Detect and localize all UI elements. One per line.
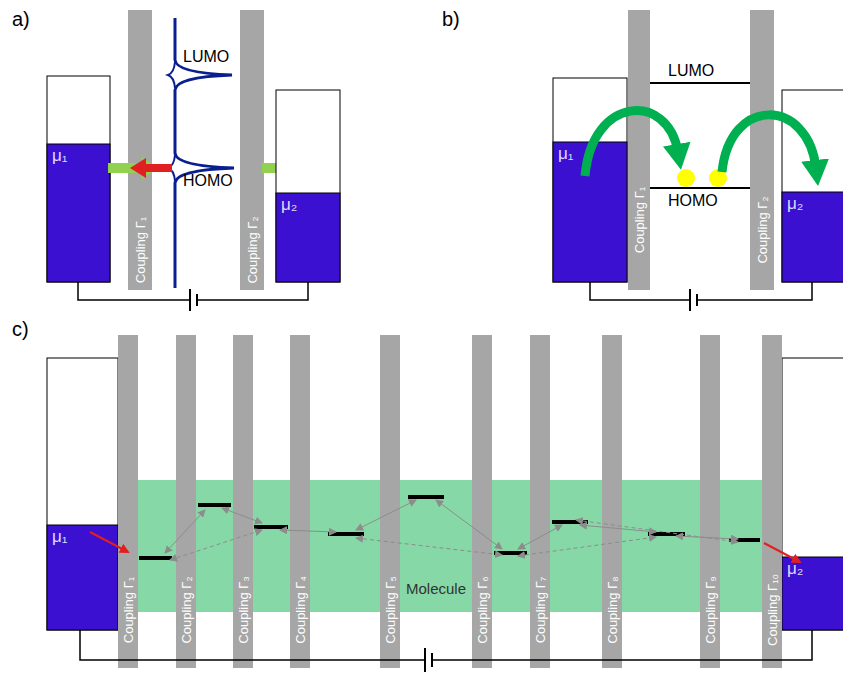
orbital-label: HOMO (668, 192, 718, 210)
coupling-barrier: Coupling Γ₁ (118, 335, 138, 668)
coupling-label: Coupling Γ₃ (236, 576, 251, 643)
panel-label: c) (12, 318, 29, 341)
coupling-barrier: Coupling Γ₃ (233, 335, 253, 668)
panel-b (553, 10, 843, 311)
coupling-barrier: Coupling Γ₅ (380, 335, 400, 668)
coupling-label: Coupling Γ₁ (121, 577, 136, 643)
coupling-barrier: Coupling Γ₂ (176, 335, 196, 668)
coupling-label: Coupling Γ₁₀ (765, 574, 780, 646)
molecule-band: Molecule (118, 480, 782, 612)
coupling-label: Coupling Γ₂ (245, 216, 260, 283)
coupling-barrier: Coupling Γ₁ (628, 10, 650, 290)
coupling-barrier: Coupling Γ₄ (290, 335, 310, 668)
electrode: μ₁ (47, 525, 118, 630)
orbital-label: LUMO (183, 48, 229, 66)
coupling-label: Coupling Γ₄ (293, 576, 308, 643)
coupling-label: Coupling Γ₅ (383, 576, 398, 643)
coupling-barrier: Coupling Γ₁ (128, 10, 152, 290)
orbital-label: LUMO (668, 62, 714, 80)
panel-label: b) (442, 8, 460, 31)
molecule-label: Molecule (406, 580, 466, 597)
coupling-label: Coupling Γ₈ (605, 576, 620, 643)
coupling-label: Coupling Γ₁ (632, 187, 647, 253)
panel-label: a) (12, 8, 30, 31)
coupling-label: Coupling Γ₁ (133, 217, 148, 283)
electrode: μ₁ (553, 142, 627, 282)
coupling-barrier: Coupling Γ₆ (472, 335, 492, 668)
potential-label: μ₁ (52, 146, 68, 166)
coupling-barrier: Coupling Γ₂ (240, 10, 264, 290)
coupling-label: Coupling Γ₆ (475, 576, 490, 643)
coupling-label: Coupling Γ₉ (703, 576, 718, 643)
orbital-label: HOMO (183, 172, 233, 190)
coupling-label: Coupling Γ₂ (179, 576, 194, 643)
coupling-barrier: Coupling Γ₉ (700, 335, 720, 668)
electrode: μ₁ (47, 144, 110, 282)
electrode: μ₂ (782, 557, 843, 630)
coupling-barrier: Coupling Γ₈ (602, 335, 622, 668)
coupling-barrier: Coupling Γ₁₀ (762, 335, 782, 668)
potential-label: μ₁ (52, 527, 68, 547)
potential-label: μ₁ (558, 144, 574, 164)
potential-label: μ₂ (787, 559, 803, 579)
panel-c (47, 335, 843, 672)
coupling-barrier: Coupling Γ₂ (750, 10, 774, 290)
potential-label: μ₂ (281, 195, 297, 215)
coupling-barrier: Coupling Γ₇ (530, 335, 550, 668)
electrode: μ₂ (782, 192, 843, 282)
electrode: μ₂ (276, 193, 340, 282)
coupling-label: Coupling Γ₂ (755, 196, 770, 263)
panel-a (47, 10, 340, 311)
potential-label: μ₂ (787, 194, 803, 214)
coupling-label: Coupling Γ₇ (533, 577, 548, 644)
